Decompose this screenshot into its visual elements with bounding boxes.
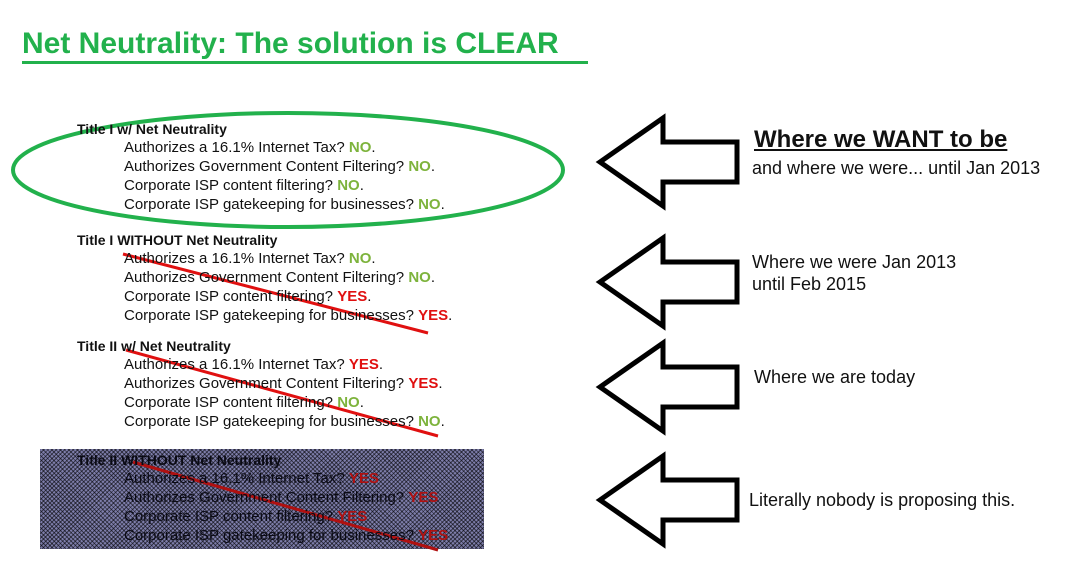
answer-value: YES xyxy=(408,375,439,392)
question-row: Authorizes a 16.1% Internet Tax? YES. xyxy=(124,355,497,374)
answer-value: NO xyxy=(337,177,360,194)
question-row: Authorizes Government Content Filtering?… xyxy=(124,157,497,176)
question-text: Authorizes a 16.1% Internet Tax? xyxy=(124,250,345,267)
question-row: Corporate ISP gatekeeping for businesses… xyxy=(124,412,497,431)
answer-value: YES xyxy=(418,307,449,324)
question-text: Corporate ISP content filtering? xyxy=(124,394,334,411)
answer-value: NO xyxy=(408,158,431,175)
answer-period: . xyxy=(430,269,435,286)
question-text: Corporate ISP gatekeeping for businesses… xyxy=(124,527,414,544)
question-text: Corporate ISP content filtering? xyxy=(124,508,334,525)
answer-value: NO xyxy=(337,394,360,411)
scenario-title-ii-without-nn: Title II WITHOUT Net Neutrality Authoriz… xyxy=(77,452,497,545)
question-row: Authorizes Government Content Filtering?… xyxy=(124,268,497,287)
note-today: Where we are today xyxy=(754,367,916,387)
question-row: Authorizes a 16.1% Internet Tax? NO. xyxy=(124,249,497,268)
answer-value: NO xyxy=(418,196,441,213)
question-text: Corporate ISP gatekeeping for businesses… xyxy=(124,413,414,430)
answer-period: . xyxy=(367,288,372,305)
question-row: Corporate ISP gatekeeping for businesses… xyxy=(124,306,497,325)
scenario-heading: Title I w/ Net Neutrality xyxy=(77,121,227,137)
answer-value: YES xyxy=(337,508,368,525)
answer-period: . xyxy=(378,356,384,373)
question-row: Authorizes Government Content Filtering?… xyxy=(124,488,497,507)
question-row: Authorizes Government Content Filtering?… xyxy=(124,374,497,393)
question-row: Corporate ISP content filtering? YES. xyxy=(124,287,497,306)
question-text: Authorizes a 16.1% Internet Tax? xyxy=(124,356,345,373)
answer-value: YES xyxy=(408,489,439,506)
answer-value: NO xyxy=(418,413,441,430)
answer-period: . xyxy=(359,177,364,194)
page-title: Net Neutrality: The solution is CLEAR xyxy=(22,27,559,60)
question-text: Corporate ISP content filtering? xyxy=(124,177,334,194)
strike-line-title-ii-without xyxy=(132,460,439,552)
answer-period: . xyxy=(359,394,364,411)
note-jan-2013: Where we were Jan 2013 xyxy=(752,252,957,272)
question-text: Authorizes Government Content Filtering? xyxy=(124,158,405,175)
question-row: Corporate ISP content filtering? NO. xyxy=(124,393,497,412)
arrow-left-icon xyxy=(595,113,740,211)
question-row: Corporate ISP gatekeeping for businesses… xyxy=(124,526,497,545)
note-where-we-were: and where we were... until Jan 2013 xyxy=(752,158,1041,178)
answer-value: NO xyxy=(348,250,372,267)
answer-value: NO xyxy=(408,269,431,286)
strike-line-title-ii-with xyxy=(125,348,439,438)
question-row: Authorizes a 16.1% Internet Tax? NO. xyxy=(124,138,497,157)
answer-period: . xyxy=(438,375,443,392)
scenario-title-i-without-nn: Title I WITHOUT Net Neutrality Authorize… xyxy=(77,232,497,325)
note-nobody: Literally nobody is proposing this. xyxy=(749,490,1016,510)
question-row: Corporate ISP gatekeeping for businesses… xyxy=(124,195,497,214)
scenario-title-ii-with-nn: Title II w/ Net Neutrality Authorizes a … xyxy=(77,338,497,431)
answer-period: . xyxy=(430,158,435,175)
arrow-left-icon xyxy=(595,338,740,436)
question-row: Authorizes a 16.1% Internet Tax? YES xyxy=(124,469,497,488)
question-text: Authorizes Government Content Filtering? xyxy=(124,269,405,286)
question-text: Authorizes Government Content Filtering? xyxy=(124,489,405,506)
answer-value: YES xyxy=(348,356,379,373)
strike-line-title-i-without xyxy=(122,252,429,335)
answer-period: . xyxy=(448,307,453,324)
note-where-we-want: Where we WANT to be xyxy=(754,126,1008,153)
crosshatch-shade xyxy=(40,449,484,549)
question-text: Authorizes Government Content Filtering? xyxy=(124,375,405,392)
question-text: Corporate ISP content filtering? xyxy=(124,288,334,305)
scenario-heading: Title II w/ Net Neutrality xyxy=(77,338,231,354)
answer-value: NO xyxy=(348,139,372,156)
question-row: Corporate ISP content filtering? YES xyxy=(124,507,497,526)
note-feb-2015: until Feb 2015 xyxy=(752,274,867,294)
scenario-title-i-with-nn: Title I w/ Net Neutrality Authorizes a 1… xyxy=(77,121,497,214)
answer-period: . xyxy=(371,139,376,156)
title-underline xyxy=(22,61,588,64)
answer-period: . xyxy=(440,196,445,213)
scenario-heading: Title I WITHOUT Net Neutrality xyxy=(77,232,278,248)
answer-value: YES xyxy=(348,470,379,487)
answer-value: YES xyxy=(337,288,368,305)
question-text: Authorizes a 16.1% Internet Tax? xyxy=(124,470,345,487)
answer-period: . xyxy=(440,413,445,430)
scenario-heading: Title II WITHOUT Net Neutrality xyxy=(77,452,282,468)
question-row: Corporate ISP content filtering? NO. xyxy=(124,176,497,195)
arrow-left-icon xyxy=(595,451,740,549)
arrow-left-icon xyxy=(595,233,740,331)
highlight-ellipse xyxy=(11,111,565,229)
question-text: Authorizes a 16.1% Internet Tax? xyxy=(124,139,345,156)
answer-period: . xyxy=(371,250,376,267)
answer-value: YES xyxy=(418,527,449,544)
question-text: Corporate ISP gatekeeping for businesses… xyxy=(124,307,414,324)
question-text: Corporate ISP gatekeeping for businesses… xyxy=(124,196,414,213)
